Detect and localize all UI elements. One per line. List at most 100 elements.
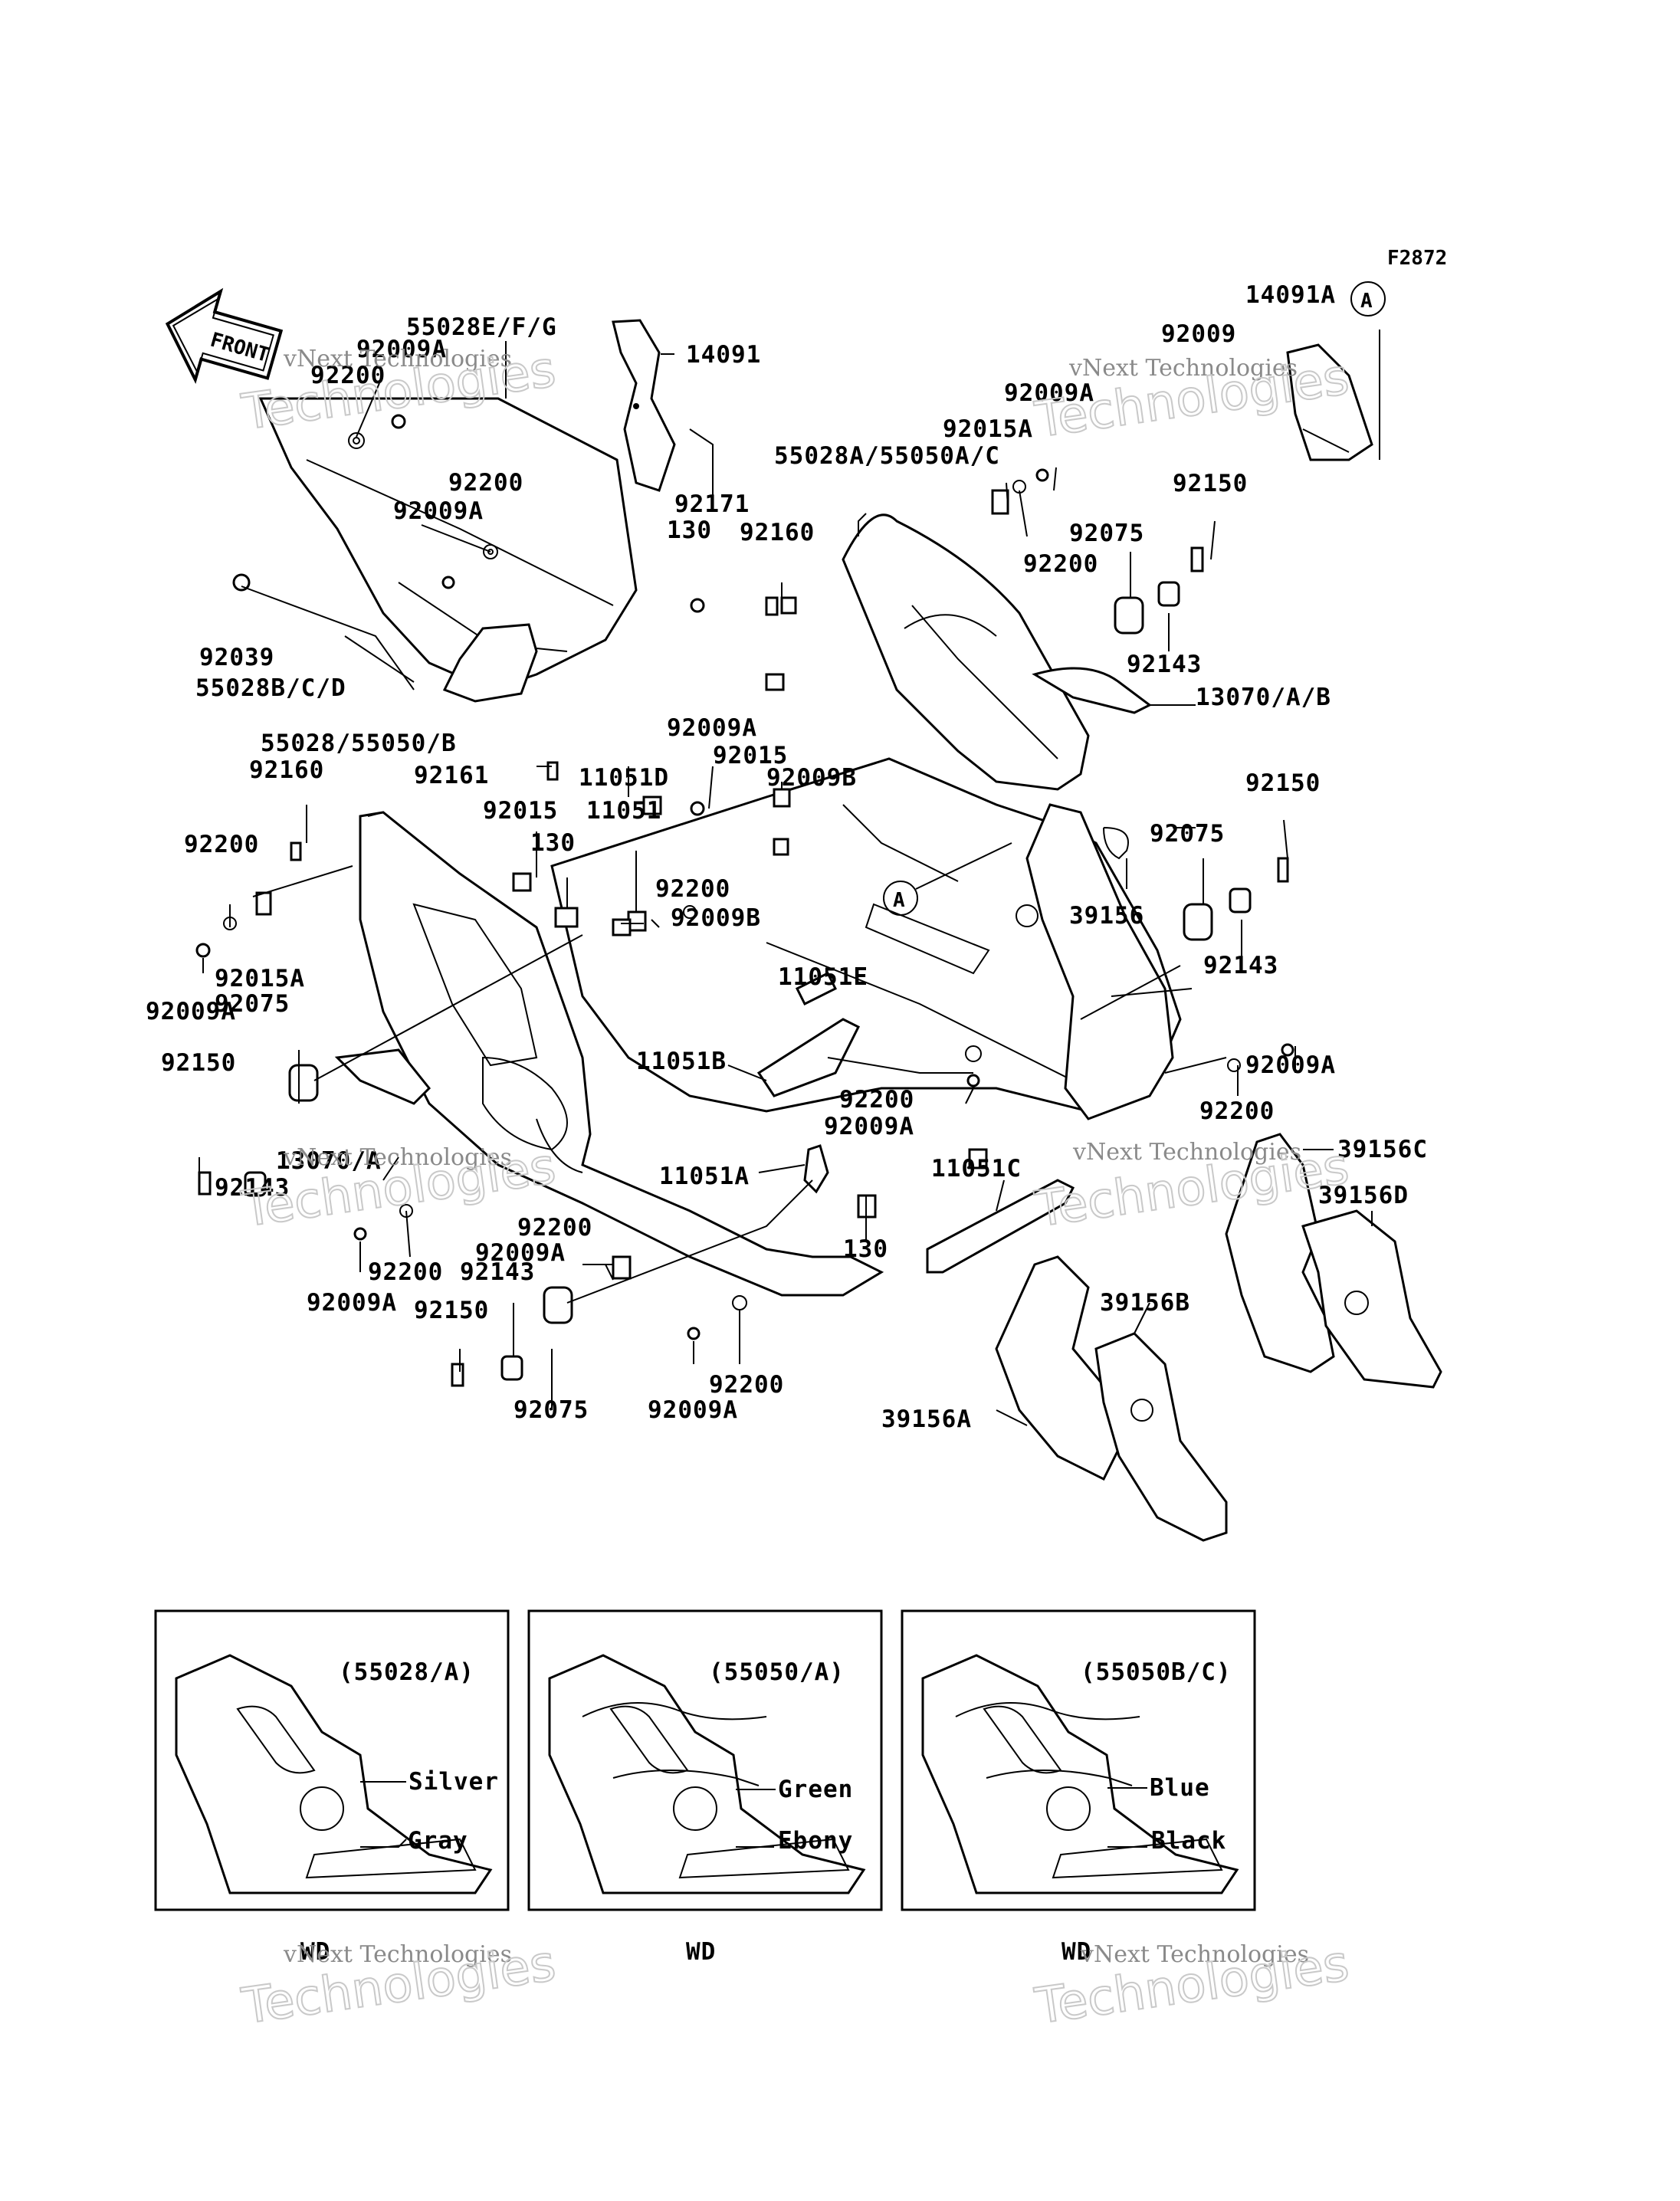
label-92200-3: 92200 <box>1023 550 1098 578</box>
bracket-14091a <box>1286 343 1373 461</box>
variant-panels: (55028/A) Silver Gray WD (55050/A) Green… <box>154 1609 1256 1966</box>
label-11051a: 11051A <box>659 1163 750 1190</box>
bracket-11051a <box>803 1144 829 1194</box>
variant-1-color1: Silver <box>409 1768 499 1796</box>
variant-3-code: (55050B/C) <box>1081 1658 1232 1686</box>
label-11051e: 11051E <box>778 963 868 991</box>
label-11051c: 11051C <box>931 1155 1022 1183</box>
variant-panel-3: (55050B/C) Blue Black WD <box>901 1609 1256 1966</box>
bracket-11051c <box>926 1179 1075 1274</box>
label-92150-4: 92150 <box>414 1297 489 1324</box>
insulator-39156b <box>1094 1332 1228 1542</box>
label-92009a-4: 92009A <box>667 714 757 742</box>
label-39156d: 39156D <box>1318 1182 1409 1209</box>
label-92171: 92171 <box>674 490 750 518</box>
label-55028bcd: 55028B/C/D <box>195 674 346 702</box>
svg-text:A: A <box>1360 290 1373 313</box>
label-55028a: 55028A/55050A/C <box>774 442 1000 470</box>
label-92200-4: 92200 <box>655 875 730 903</box>
watermark-2: vNext Technologies <box>1068 355 1298 382</box>
callout-a-upper: A <box>1350 281 1386 317</box>
label-92143-1: 92143 <box>1127 651 1202 678</box>
bracket-11051e <box>795 971 838 1006</box>
label-92200-2: 92200 <box>448 469 523 497</box>
label-55028efg: 55028E/F/G <box>406 313 557 341</box>
label-92200-9: 92200 <box>368 1258 443 1286</box>
label-92143-3: 92143 <box>215 1174 290 1202</box>
label-92161: 92161 <box>414 762 489 789</box>
variant-3-color1: Blue <box>1150 1774 1210 1802</box>
label-92200-7: 92200 <box>1199 1097 1275 1125</box>
variant-1-model: WD <box>300 1938 330 1966</box>
label-92143-4: 92143 <box>460 1258 535 1286</box>
variant-2-color2: Ebony <box>778 1827 853 1855</box>
label-92200-1: 92200 <box>310 362 386 389</box>
label-92015a-1: 92015A <box>943 415 1033 443</box>
watermark-3: vNext Technologies <box>283 1144 512 1171</box>
right-lower-cowl <box>1016 803 1174 1120</box>
label-92143-2: 92143 <box>1203 952 1278 979</box>
label-13070ab: 13070/A/B <box>1196 684 1331 711</box>
label-13070a: 13070/A <box>276 1147 382 1175</box>
watermark-4: vNext Technologies <box>1072 1139 1301 1166</box>
watermark-1: vNext Technologies <box>283 346 512 372</box>
label-92200-10: 92200 <box>709 1371 784 1399</box>
label-92200-6: 92200 <box>839 1086 914 1114</box>
label-92009a-9: 92009A <box>307 1289 397 1317</box>
leader-lines <box>199 330 1380 1426</box>
variant-2-color1: Green <box>778 1776 853 1803</box>
label-92075-3: 92075 <box>215 990 290 1018</box>
label-92009a-6: 92009A <box>824 1113 914 1140</box>
label-92009a-2: 92009A <box>393 497 484 525</box>
center-upper-cowl <box>842 513 1090 791</box>
variant-panel-1: (55028/A) Silver Gray WD <box>154 1609 510 1966</box>
label-11051d: 11051D <box>579 764 669 792</box>
variant-2-model: WD <box>686 1938 716 1966</box>
label-11051b: 11051B <box>636 1048 727 1075</box>
main-fairing <box>359 811 884 1297</box>
label-92009a-5: 92009A <box>146 998 236 1025</box>
variant-3-model: WD <box>1061 1938 1091 1966</box>
label-92075-2: 92075 <box>1150 820 1225 848</box>
watermark-6: vNext Technologies <box>1080 1941 1309 1968</box>
label-39156: 39156 <box>1069 902 1144 930</box>
label-39156b: 39156B <box>1100 1289 1190 1317</box>
watermark-5: vNext Technologies <box>283 1941 512 1968</box>
svg-text:A: A <box>893 889 905 912</box>
label-92009a-7: 92009A <box>1245 1051 1336 1079</box>
upper-side-fairing <box>258 397 638 703</box>
duct-13070-lower <box>334 1048 431 1105</box>
front-arrow: FRONT <box>165 287 284 385</box>
variant-1-color2: Gray <box>408 1827 468 1855</box>
callout-a-middle: A <box>883 881 918 916</box>
label-92150-2: 92150 <box>1245 769 1321 797</box>
label-92015-2: 92015 <box>483 797 558 825</box>
insulator-39156d <box>1301 1209 1442 1389</box>
label-92160-1: 92160 <box>740 519 815 546</box>
insulator-39156c <box>1225 1133 1335 1373</box>
figure-id: F2872 <box>1387 247 1447 270</box>
variant-panel-2: (55050/A) Green Ebony WD <box>527 1609 883 1966</box>
bracket-14091 <box>612 319 676 492</box>
label-92009b-2: 92009B <box>671 904 761 932</box>
label-92200-5: 92200 <box>184 831 259 858</box>
label-92150-1: 92150 <box>1173 470 1248 497</box>
part-labels: 55028E/F/G 92009A 92200 14091 92171 130 … <box>146 281 1428 1433</box>
label-11051: 11051 <box>586 797 661 825</box>
label-39156c: 39156C <box>1337 1136 1428 1163</box>
label-92009a-10: 92009A <box>648 1396 738 1424</box>
label-92075-4: 92075 <box>514 1396 589 1424</box>
label-130-3: 130 <box>843 1235 888 1263</box>
label-92009b-1: 92009B <box>766 764 857 792</box>
bracket-11051b <box>756 1018 861 1097</box>
label-92015a-2: 92015A <box>215 965 305 992</box>
label-92009a-1: 92009A <box>356 336 447 363</box>
label-92075-1: 92075 <box>1069 520 1144 547</box>
label-55028-55050b: 55028/55050/B <box>261 730 457 757</box>
variant-3-color2: Black <box>1151 1827 1226 1855</box>
label-92200-8: 92200 <box>517 1214 592 1242</box>
label-14091a: 14091A <box>1245 281 1336 309</box>
label-130-2: 130 <box>530 829 576 857</box>
